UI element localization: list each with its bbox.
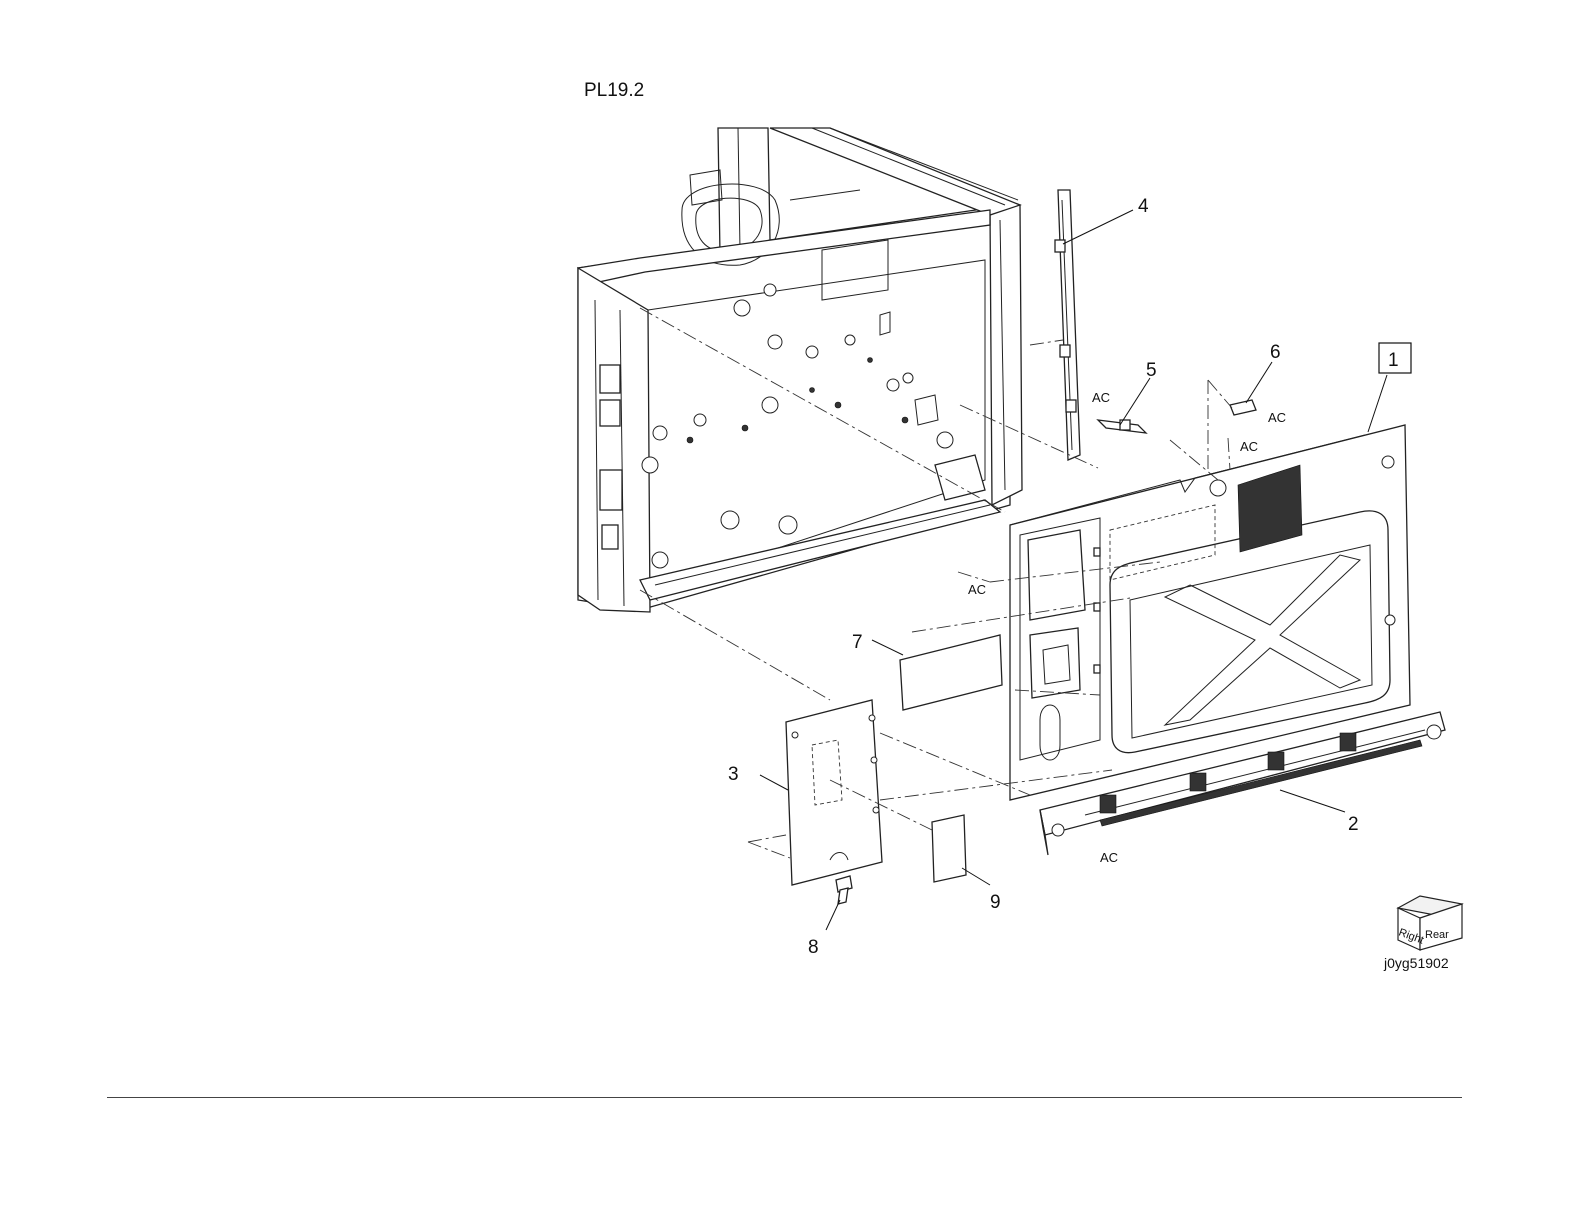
- machine-frame: [578, 128, 1022, 612]
- ac-label: AC: [1240, 439, 1258, 454]
- cube-face-rear: Rear: [1425, 929, 1449, 941]
- ac-label: AC: [1092, 390, 1110, 405]
- part-5-bracket: [1098, 378, 1150, 433]
- part-7-label: [872, 635, 1002, 710]
- callout-7: 7: [852, 632, 863, 653]
- callout-6: 6: [1270, 342, 1281, 363]
- callout-5: 5: [1146, 360, 1157, 381]
- ac-label: AC: [1100, 850, 1118, 865]
- callout-2: 2: [1348, 814, 1359, 835]
- part-3-plate: [760, 700, 882, 885]
- part-6-clip: [1230, 362, 1272, 415]
- callout-9: 9: [990, 892, 1001, 913]
- callout-4: 4: [1138, 196, 1149, 217]
- ac-label: AC: [1268, 410, 1286, 425]
- part-9-label: [932, 815, 990, 885]
- part-8-screw: [826, 876, 852, 930]
- figure-id: j0yg51902: [1383, 955, 1449, 971]
- orientation-cube: Right Rear: [1397, 896, 1462, 950]
- footer-rule: [107, 1097, 1462, 1098]
- ac-label: AC: [968, 582, 986, 597]
- callout-1: 1: [1388, 350, 1399, 371]
- callout-3: 3: [728, 764, 739, 785]
- callout-8: 8: [808, 937, 819, 958]
